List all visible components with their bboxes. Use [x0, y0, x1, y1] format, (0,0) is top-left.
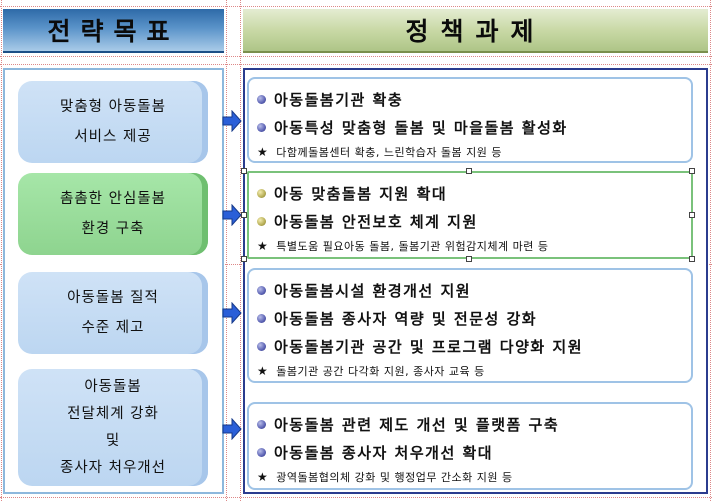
- strategy-line: 아동돌봄: [84, 378, 142, 395]
- guide-line: [0, 56, 712, 57]
- strategy-line: 종사자 처우개선: [60, 459, 166, 476]
- resize-handle[interactable]: [466, 256, 472, 262]
- sphere-bullet-icon: [257, 341, 266, 351]
- policy-item-text: 아동돌봄 종사자 역량 및 전문성 강화: [274, 309, 538, 328]
- sphere-bullet-icon: [257, 447, 266, 457]
- resize-handle[interactable]: [689, 256, 695, 262]
- policy-item-text: 아동돌봄기관 공간 및 프로그램 다양화 지원: [274, 337, 584, 356]
- policy-item: 아동돌봄 종사자 처우개선 확대: [257, 438, 691, 466]
- policy-note-text: 광역돌봄협의체 강화 및 행정업무 간소화 지원 등: [276, 471, 513, 484]
- strategy-line: 전달체계 강화: [67, 405, 159, 422]
- policy-item-text: 아동돌봄 관련 제도 개선 및 플랫폼 구축: [274, 415, 560, 434]
- strategy-line: 수준 제고: [81, 320, 145, 336]
- policy-note-text: 다함께돌봄센터 확충, 느린학습자 돌봄 지원 등: [276, 146, 503, 159]
- resize-handle[interactable]: [689, 212, 695, 218]
- sphere-bullet-icon: [257, 188, 266, 198]
- strategy-line: 아동돌봄 질적: [67, 290, 159, 306]
- policy-note-text: 특별도움 필요아동 돌봄, 돌봄기관 위험감지체계 마련 등: [276, 240, 549, 253]
- right-arrow-icon: [222, 110, 242, 132]
- policy-box-2[interactable]: 아동 맞춤돌봄 지원 확대 아동돌봄 안전보호 체계 지원 ★ 특별도움 필요아…: [247, 171, 693, 259]
- policy-item: 아동돌봄기관 확충: [257, 85, 691, 113]
- policy-item-text: 아동특성 맞춤형 돌봄 및 마을돌봄 활성화: [274, 118, 568, 137]
- sphere-bullet-icon: [257, 122, 266, 132]
- policy-item: 아동 맞춤돌봄 지원 확대: [257, 179, 691, 207]
- guide-line: [0, 6, 712, 7]
- strategy-box-2: 촘촘한 안심돌봄 환경 구축: [18, 173, 208, 255]
- policy-tasks-header: 정책과제: [243, 9, 708, 53]
- resize-handle[interactable]: [241, 168, 247, 174]
- right-arrow-icon: [222, 302, 242, 324]
- sphere-bullet-icon: [257, 94, 266, 104]
- policy-item-text: 아동돌봄기관 확충: [274, 90, 404, 109]
- policy-item: 아동특성 맞춤형 돌봄 및 마을돌봄 활성화: [257, 113, 691, 141]
- star-icon: ★: [257, 364, 269, 378]
- policy-item-text: 아동 맞춤돌봄 지원 확대: [274, 184, 448, 203]
- resize-handle[interactable]: [689, 168, 695, 174]
- sphere-bullet-icon: [257, 216, 266, 226]
- star-icon: ★: [257, 470, 269, 484]
- star-icon: ★: [257, 239, 269, 253]
- right-arrow-icon: [222, 204, 242, 226]
- strategy-box-4: 아동돌봄 전달체계 강화 및 종사자 처우개선: [18, 369, 208, 486]
- policy-item-text: 아동돌봄 안전보호 체계 지원: [274, 212, 478, 231]
- strategy-line: 촘촘한 안심돌봄: [60, 191, 166, 207]
- policy-box-3: 아동돌봄시설 환경개선 지원 아동돌봄 종사자 역량 및 전문성 강화 아동돌봄…: [247, 268, 693, 383]
- policy-item-text: 아동돌봄시설 환경개선 지원: [274, 281, 472, 300]
- guide-line: [226, 0, 227, 501]
- policy-note: ★ 돌봄기관 공간 다각화 지원, 종사자 교육 등: [257, 360, 691, 382]
- star-icon: ★: [257, 145, 269, 159]
- resize-handle[interactable]: [241, 256, 247, 262]
- policy-item: 아동돌봄시설 환경개선 지원: [257, 276, 691, 304]
- strategy-line: 환경 구축: [81, 221, 145, 237]
- sphere-bullet-icon: [257, 285, 266, 295]
- guide-line: [0, 64, 712, 65]
- resize-handle[interactable]: [466, 168, 472, 174]
- policy-box-1: 아동돌봄기관 확충 아동특성 맞춤형 돌봄 및 마을돌봄 활성화 ★ 다함께돌봄…: [247, 77, 693, 163]
- sphere-bullet-icon: [257, 419, 266, 429]
- policy-note: ★ 다함께돌봄센터 확충, 느린학습자 돌봄 지원 등: [257, 141, 691, 163]
- guide-line: [1, 0, 2, 501]
- policy-item-text: 아동돌봄 종사자 처우개선 확대: [274, 443, 494, 462]
- policy-note-text: 돌봄기관 공간 다각화 지원, 종사자 교육 등: [276, 365, 485, 378]
- strategy-goal-header: 전략목표: [3, 9, 224, 53]
- resize-handle[interactable]: [241, 212, 247, 218]
- guide-line: [240, 0, 241, 501]
- right-arrow-icon: [222, 418, 242, 440]
- policy-box-4: 아동돌봄 관련 제도 개선 및 플랫폼 구축 아동돌봄 종사자 처우개선 확대 …: [247, 402, 693, 490]
- guide-line: [710, 0, 711, 501]
- strategy-box-3: 아동돌봄 질적 수준 제고: [18, 272, 208, 354]
- strategy-box-1: 맞춤형 아동돌봄 서비스 제공: [18, 81, 208, 163]
- policy-item: 아동돌봄 안전보호 체계 지원: [257, 207, 691, 235]
- strategy-line: 맞춤형 아동돌봄: [60, 99, 166, 115]
- policy-item: 아동돌봄 종사자 역량 및 전문성 강화: [257, 304, 691, 332]
- policy-note: ★ 광역돌봄협의체 강화 및 행정업무 간소화 지원 등: [257, 466, 691, 488]
- policy-note: ★ 특별도움 필요아동 돌봄, 돌봄기관 위험감지체계 마련 등: [257, 235, 691, 257]
- policy-item: 아동돌봄기관 공간 및 프로그램 다양화 지원: [257, 332, 691, 360]
- guide-line: [0, 497, 712, 498]
- strategy-line: 및: [105, 432, 121, 449]
- policy-item: 아동돌봄 관련 제도 개선 및 플랫폼 구축: [257, 410, 691, 438]
- sphere-bullet-icon: [257, 313, 266, 323]
- strategy-line: 서비스 제공: [74, 129, 152, 145]
